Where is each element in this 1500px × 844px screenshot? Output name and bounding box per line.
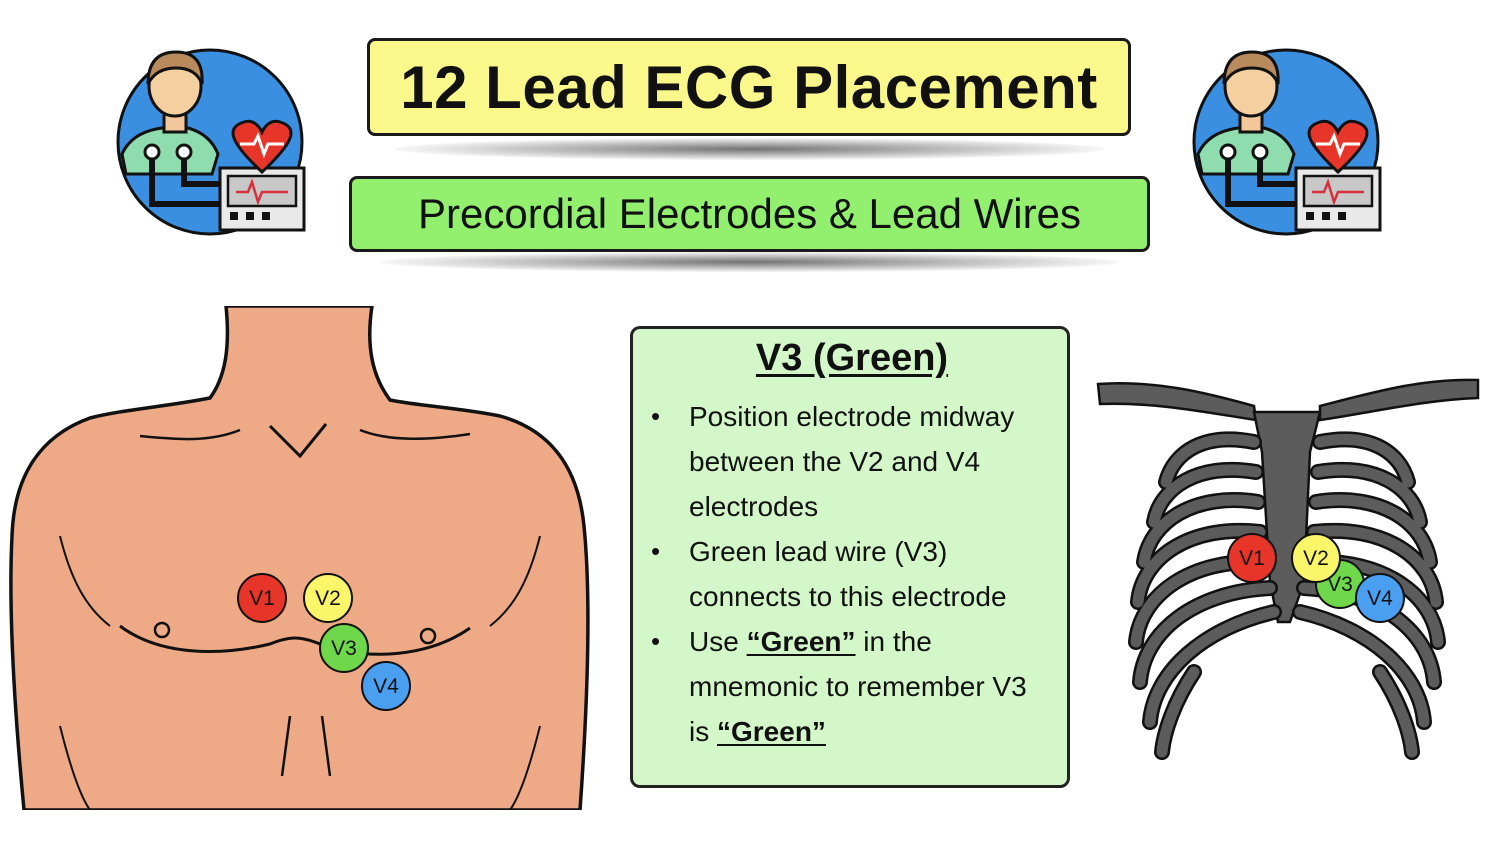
page-title-text: 12 Lead ECG Placement (400, 53, 1098, 121)
torso-electrode-v3: V3 (319, 623, 369, 673)
ribcage-electrode-v1-label: V1 (1239, 547, 1265, 570)
info-bullet-3-part1: Use (689, 626, 747, 657)
torso-illustration (9, 306, 590, 810)
info-bullet-3-emph1: “Green” (746, 626, 856, 657)
ribcage-electrode-v3: V3 (1315, 559, 1365, 609)
ribcage-electrode-v2: V2 (1291, 533, 1341, 583)
ribcage-electrode-v4-label: V4 (1367, 587, 1393, 610)
rib-cage-illustration (1096, 378, 1480, 760)
info-bullet-1: Position electrode midway between the V2… (651, 394, 1053, 529)
patient-ecg-monitor-icon-left (116, 48, 306, 236)
subtitle-shadow (380, 252, 1120, 272)
info-bullet-list: Position electrode midway between the V2… (651, 394, 1053, 754)
torso-electrode-v4-label: V4 (373, 675, 399, 698)
ribcage-electrode-v1: V1 (1227, 533, 1277, 583)
info-bullet-3-part2: in the mnemonic to remember V3 is (689, 626, 1027, 747)
ribcage-electrode-v4: V4 (1355, 573, 1405, 623)
ribcage-electrode-v2-label: V2 (1303, 547, 1329, 570)
patient-ecg-monitor-icon-right (1192, 48, 1382, 236)
info-bullet-3: Use “Green” in the mnemonic to remember … (651, 619, 1053, 754)
ribcage-electrode-v3-label: V3 (1327, 573, 1353, 596)
info-bullet-2: Green lead wire (V3) connects to this el… (651, 529, 1053, 619)
v3-info-box: V3 (Green) Position electrode midway bet… (630, 326, 1070, 788)
info-bullet-3-emph2: “Green” (717, 716, 826, 747)
torso-electrode-v1-label: V1 (249, 587, 275, 610)
torso-electrode-v2-label: V2 (315, 587, 341, 610)
info-heading: V3 (Green) (755, 337, 949, 379)
page-title: 12 Lead ECG Placement (367, 38, 1131, 136)
page-subtitle: Precordial Electrodes & Lead Wires (349, 176, 1150, 252)
torso-electrode-v4: V4 (361, 661, 411, 711)
torso-electrode-v1: V1 (237, 573, 287, 623)
torso-electrode-v3-label: V3 (331, 637, 357, 660)
torso-electrode-v2: V2 (303, 573, 353, 623)
title-shadow (395, 138, 1105, 160)
ribcage-electrodes: V1 V3 V2 V4 (1227, 533, 1405, 623)
torso-electrodes: V1 V2 V3 V4 (237, 573, 411, 711)
page-subtitle-text: Precordial Electrodes & Lead Wires (418, 190, 1081, 237)
